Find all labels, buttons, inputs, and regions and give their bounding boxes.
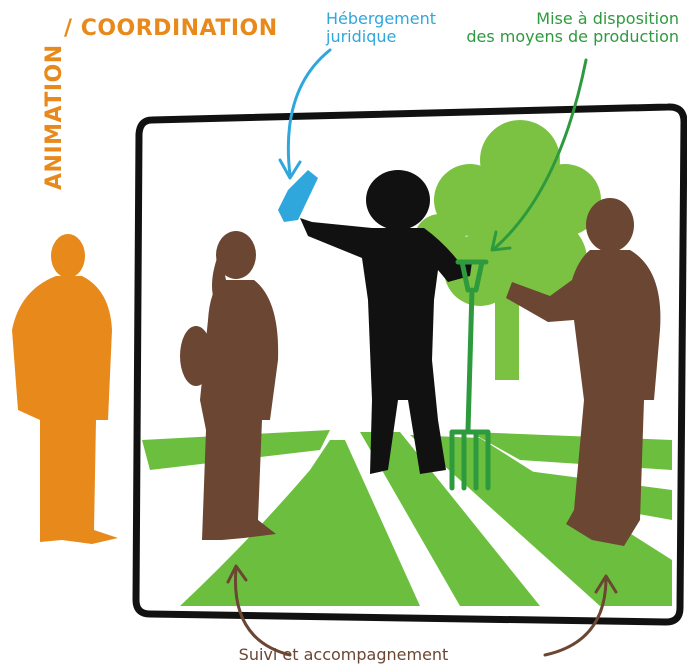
center-person-icon bbox=[300, 170, 472, 474]
man-person-icon bbox=[506, 198, 661, 546]
hebergement-line2: juridique bbox=[326, 27, 397, 47]
arrow-suivi-left bbox=[233, 566, 292, 657]
arrow-suivi-right bbox=[543, 578, 608, 657]
mise-line2: des moyens de production bbox=[466, 27, 679, 47]
coordinator-person-icon bbox=[12, 234, 118, 544]
suivi-label: Suivi et accompagnement bbox=[238, 645, 449, 664]
arrow-to-fork bbox=[493, 58, 588, 250]
arrow-to-scroll bbox=[286, 48, 332, 177]
mise-line1: Mise à disposition bbox=[536, 9, 679, 28]
garden-fork-icon bbox=[449, 259, 491, 491]
hebergement-label: Hébergement juridique bbox=[326, 9, 437, 47]
scroll-icon bbox=[278, 170, 318, 222]
mise-label: Mise à disposition des moyens de product… bbox=[466, 9, 679, 47]
animation-label: ANIMATION bbox=[42, 44, 67, 190]
woman-person-icon bbox=[180, 231, 279, 540]
hebergement-line1: Hébergement bbox=[326, 9, 437, 28]
arrow-icon bbox=[226, 48, 618, 657]
coordination-label: / COORDINATION bbox=[64, 16, 278, 41]
